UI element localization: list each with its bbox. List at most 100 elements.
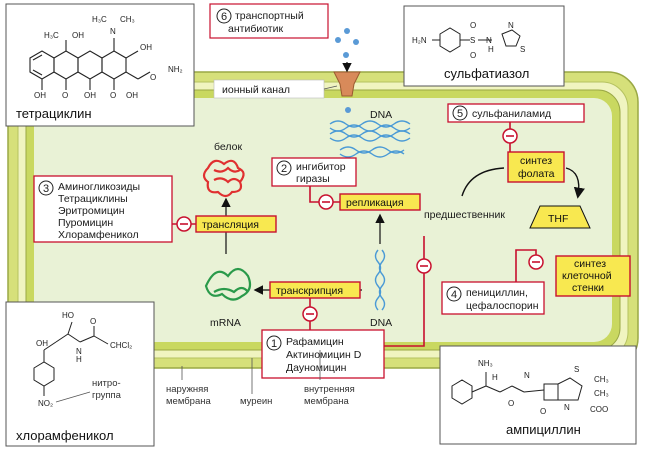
ampicillin-panel: NH₃ H N S CH₃ CH₃ O N O COO ампициллин — [439, 345, 637, 445]
svg-text:NH₂: NH₂ — [168, 65, 183, 74]
sulfathiazole-box — [403, 5, 565, 87]
svg-text:пенициллин,: пенициллин, — [466, 287, 528, 299]
svg-text:N: N — [76, 347, 82, 356]
svg-text:O: O — [150, 73, 156, 82]
svg-text:клеточной: клеточной — [562, 270, 612, 282]
svg-text:CH₃: CH₃ — [594, 389, 609, 398]
svg-text:синтез: синтез — [574, 258, 606, 270]
svg-text:OH: OH — [36, 339, 48, 348]
svg-text:Рафамицин: Рафамицин — [286, 336, 344, 348]
svg-text:O: O — [62, 91, 68, 100]
nitro-group-line-1: нитро- — [92, 378, 121, 389]
svg-text:1: 1 — [271, 338, 277, 350]
svg-text:S: S — [574, 365, 579, 374]
svg-text:COO: COO — [590, 405, 608, 414]
sulfathiazole-structure — [432, 27, 521, 53]
svg-text:CH₃: CH₃ — [120, 15, 135, 24]
ampicillin-label: ампициллин — [506, 422, 581, 437]
group-6-number: 6 — [221, 11, 227, 23]
antibiotic-molecule — [335, 37, 341, 43]
inhibit-symbol — [318, 194, 334, 210]
svg-text:O: O — [470, 21, 476, 30]
process-cell-wall-synthesis: синтез клеточной стенки — [555, 255, 631, 297]
svg-text:H₃C: H₃C — [44, 31, 59, 40]
mrna-label: mRNA — [210, 317, 241, 329]
inhibit-symbol — [176, 216, 192, 232]
sulfathiazole-atoms: H₂N O S O N H N S — [412, 21, 525, 60]
svg-text:O: O — [90, 317, 96, 326]
cytoplasm — [34, 98, 612, 342]
svg-text:сульфаниламид: сульфаниламид — [472, 108, 551, 120]
ampicillin-structure — [451, 372, 583, 405]
chloramphenicol-atoms: OH HO O CHCl₂ N H NO₂ — [36, 311, 132, 408]
chloramphenicol-label: хлорамфеникол — [16, 428, 114, 443]
protein-label: белок — [214, 141, 242, 153]
thf-badge — [529, 205, 591, 229]
svg-text:N: N — [486, 36, 492, 45]
svg-text:синтез: синтез — [520, 155, 552, 167]
svg-text:OH: OH — [84, 91, 96, 100]
svg-text:H₃C: H₃C — [92, 15, 107, 24]
ampicillin-box — [439, 345, 637, 445]
mrna-strand — [204, 267, 252, 301]
svg-text:трансляция: трансляция — [202, 219, 259, 231]
svg-text:2: 2 — [281, 163, 287, 175]
outer-membrane-label-2: мембрана — [166, 396, 211, 407]
svg-text:NO₂: NO₂ — [38, 399, 53, 408]
inhibit-symbol — [302, 306, 318, 322]
svg-text:OH: OH — [126, 91, 138, 100]
dna-top-label: DNA — [370, 109, 392, 121]
inhibit-symbol — [528, 254, 544, 270]
svg-text:Дауномицин: Дауномицин — [286, 362, 347, 374]
svg-text:репликация: репликация — [346, 197, 404, 209]
svg-text:CH₃: CH₃ — [594, 375, 609, 384]
dna-bottom-helix — [374, 249, 386, 311]
svg-text:O: O — [110, 91, 116, 100]
svg-text:Пуромицин: Пуромицин — [58, 217, 113, 229]
svg-text:H: H — [492, 373, 498, 382]
svg-text:Эритромицин: Эритромицин — [58, 205, 125, 217]
svg-text:Тетрациклины: Тетрациклины — [58, 193, 128, 205]
ion-channel-pointer — [323, 85, 338, 90]
chloramphenicol-structure — [33, 321, 109, 396]
inner-membrane-label-2: мембрана — [304, 396, 349, 407]
group-6-box — [209, 3, 329, 39]
svg-text:OH: OH — [140, 43, 152, 52]
svg-text:N: N — [564, 403, 570, 412]
chloramphenicol-panel: OH HO O CHCl₂ N H NO₂ нитро- группа хлор… — [5, 301, 155, 447]
outer-membrane-label-1: наружняя — [166, 384, 208, 395]
group-2-box: 2 ингибитор гиразы — [271, 157, 357, 187]
svg-text:4: 4 — [451, 289, 457, 301]
process-transcription: транскрипция — [269, 281, 361, 299]
svg-text:транскрипция: транскрипция — [276, 285, 343, 297]
svg-text:ингибитор: ингибитор — [296, 161, 346, 173]
svg-text:H: H — [76, 355, 82, 364]
svg-text:CHCl₂: CHCl₂ — [110, 341, 132, 350]
inhibit-symbol — [416, 258, 432, 274]
tetracycline-structure — [29, 38, 151, 90]
svg-text:N: N — [508, 21, 514, 30]
svg-text:фолата: фолата — [518, 168, 555, 180]
svg-text:H: H — [488, 45, 494, 54]
nitro-group-pointer — [55, 391, 91, 403]
tetracycline-label: тетрациклин — [16, 106, 92, 121]
membrane-labels: наружняя мембрана муреин внутренняя мемб… — [166, 350, 355, 407]
svg-text:N: N — [524, 371, 530, 380]
chloramphenicol-box — [5, 301, 155, 447]
svg-text:S: S — [470, 36, 475, 45]
group-4-box: 4 пенициллин, цефалоспорин — [441, 281, 545, 315]
sulfathiazole-label: сульфатиазол — [444, 66, 529, 81]
inhibitor-symbols — [176, 128, 544, 322]
ion-channel: ионный канал — [213, 28, 361, 113]
inner-membrane-label-1: внутренняя — [304, 384, 355, 395]
group-1-box: 1 Рафамицин Актиномицин D Дауномицин — [261, 329, 385, 379]
precursor-label: предшественник — [424, 209, 505, 221]
group-6-line-2: антибиотик — [228, 23, 283, 35]
tetracycline-atoms: H₃C OH N H₃C CH₃ OH O NH₂ OH O OH O OH — [34, 15, 183, 100]
process-folate-synthesis: синтез фолата — [507, 151, 565, 183]
tetracycline-box — [5, 3, 195, 127]
sulfathiazole-panel: H₂N O S O N H N S сульфатиазол — [403, 5, 565, 87]
inhibit-symbol — [502, 128, 518, 144]
svg-text:S: S — [520, 45, 525, 54]
